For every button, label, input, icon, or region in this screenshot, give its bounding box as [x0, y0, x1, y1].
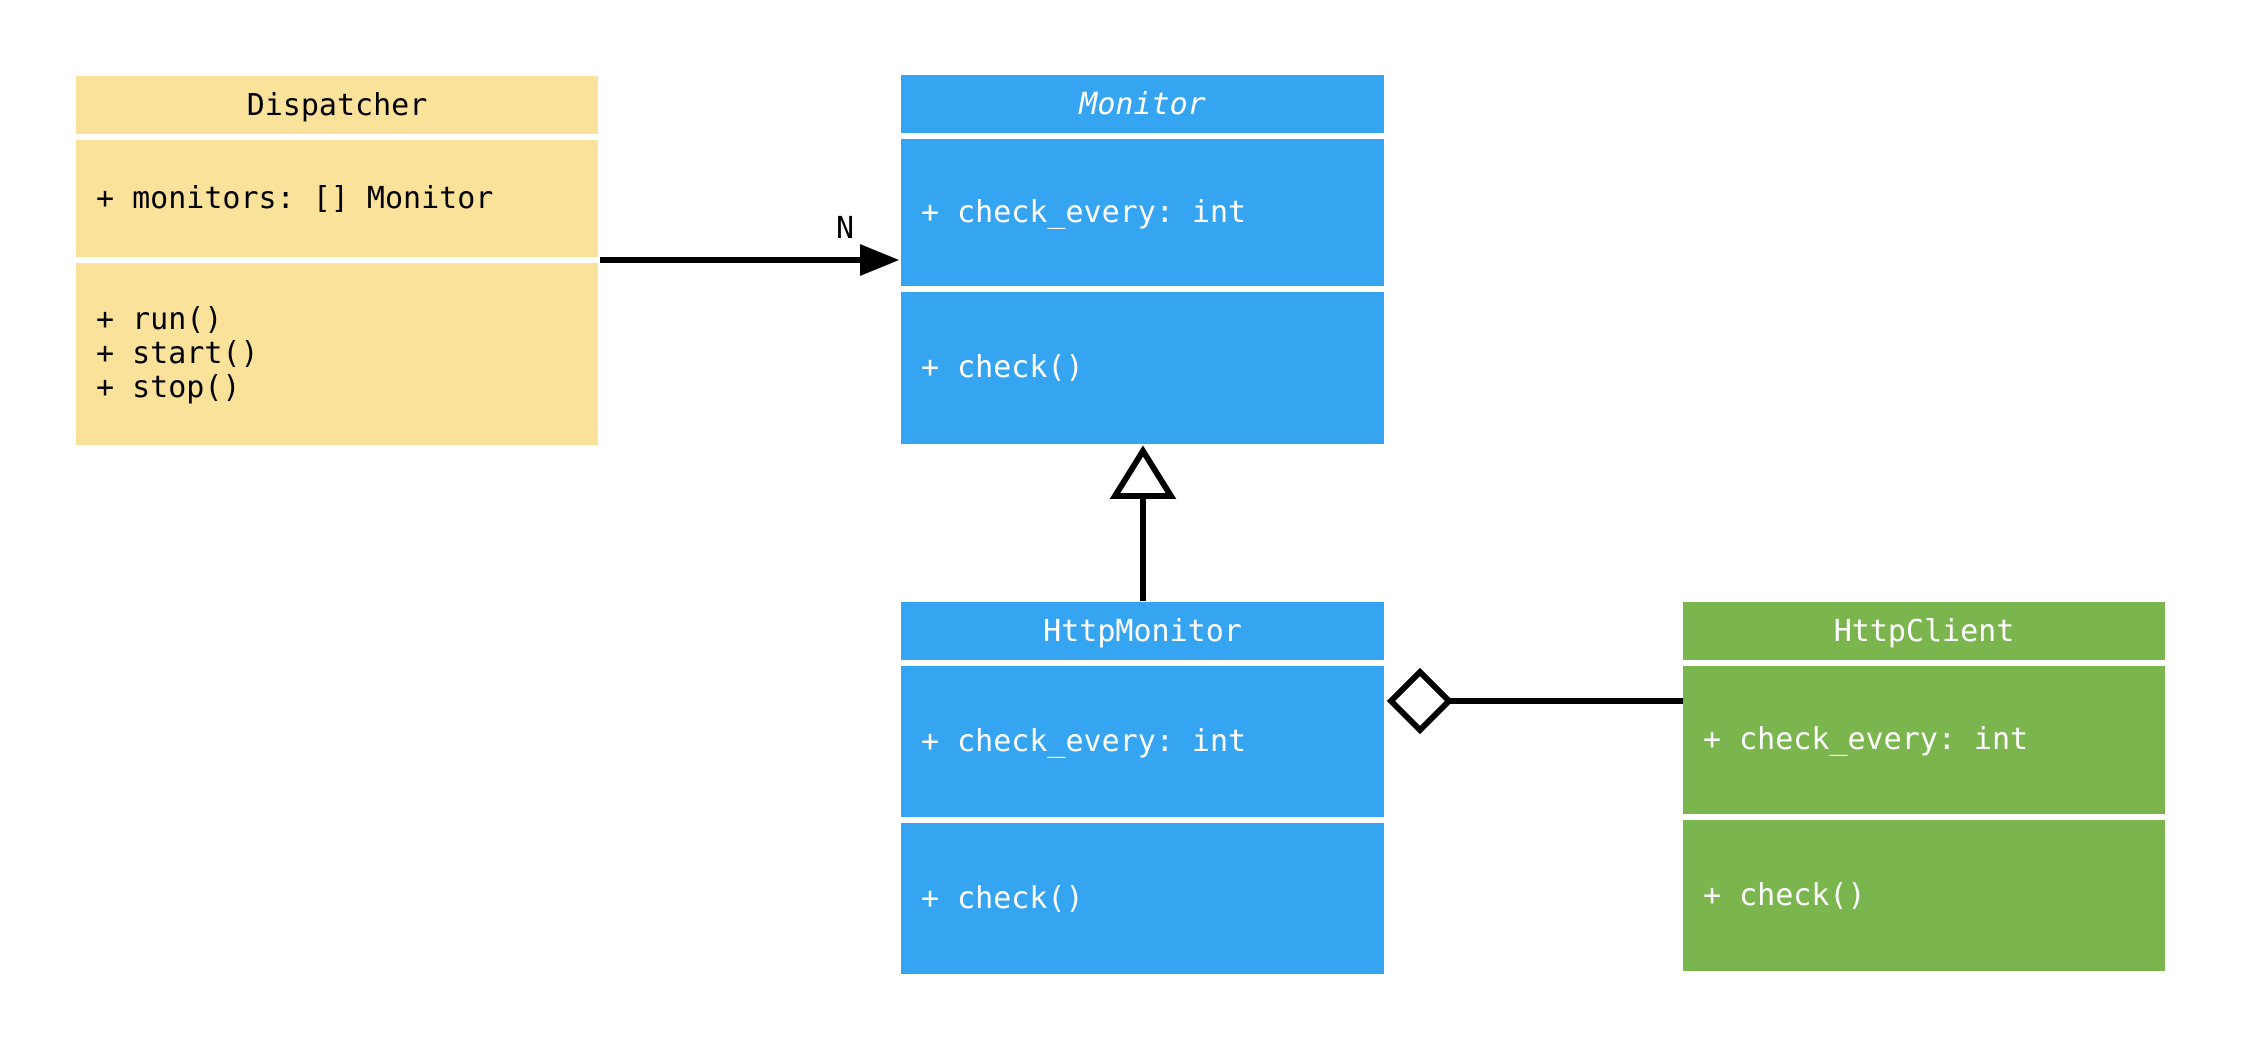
attribute-line: + check_every: int: [921, 723, 1247, 759]
attributes-section-httpclient: + check_every: int: [1683, 666, 2165, 814]
methods-section-dispatcher: + run() + start() + stop(): [76, 263, 598, 445]
association-multiplicity-label: N: [835, 211, 855, 246]
class-box-monitor: Monitor + check_every: int + check(): [901, 75, 1384, 444]
association-arrow-dispatcher-to-monitor: [600, 244, 899, 276]
method-line: + check(): [1703, 877, 1866, 913]
attribute-line: + monitors: [] Monitor: [96, 180, 494, 216]
class-box-httpclient: HttpClient + check_every: int + check(): [1683, 602, 2165, 971]
hollow-triangle-icon: [1109, 445, 1177, 499]
class-title-httpmonitor: HttpMonitor: [901, 602, 1384, 660]
filled-arrow-icon: [860, 244, 899, 276]
attributes-section-httpmonitor: + check_every: int: [901, 666, 1384, 817]
class-box-dispatcher: Dispatcher + monitors: [] Monitor + run(…: [76, 76, 598, 445]
aggregation-connector-httpmonitor-to-httpclient: [1386, 667, 1683, 735]
method-line: + run(): [96, 302, 223, 337]
method-line: + start(): [96, 336, 259, 371]
method-line: + check(): [921, 880, 1084, 916]
inheritance-arrow-httpmonitor-to-monitor: [1109, 445, 1177, 601]
methods-section-httpclient: + check(): [1683, 820, 2165, 971]
attribute-line: + check_every: int: [921, 194, 1247, 230]
attributes-section-monitor: + check_every: int: [901, 139, 1384, 286]
class-title-httpclient: HttpClient: [1683, 602, 2165, 660]
hollow-diamond-icon: [1386, 667, 1454, 735]
attributes-section-dispatcher: + monitors: [] Monitor: [76, 140, 598, 257]
method-line: + stop(): [96, 370, 241, 405]
attribute-line: + check_every: int: [1703, 722, 2029, 757]
methods-section-httpmonitor: + check(): [901, 823, 1384, 974]
method-line: + check(): [921, 350, 1084, 385]
methods-section-monitor: + check(): [901, 292, 1384, 444]
class-title-monitor: Monitor: [901, 75, 1384, 133]
class-box-httpmonitor: HttpMonitor + check_every: int + check(): [901, 602, 1384, 974]
class-title-dispatcher: Dispatcher: [76, 76, 598, 134]
